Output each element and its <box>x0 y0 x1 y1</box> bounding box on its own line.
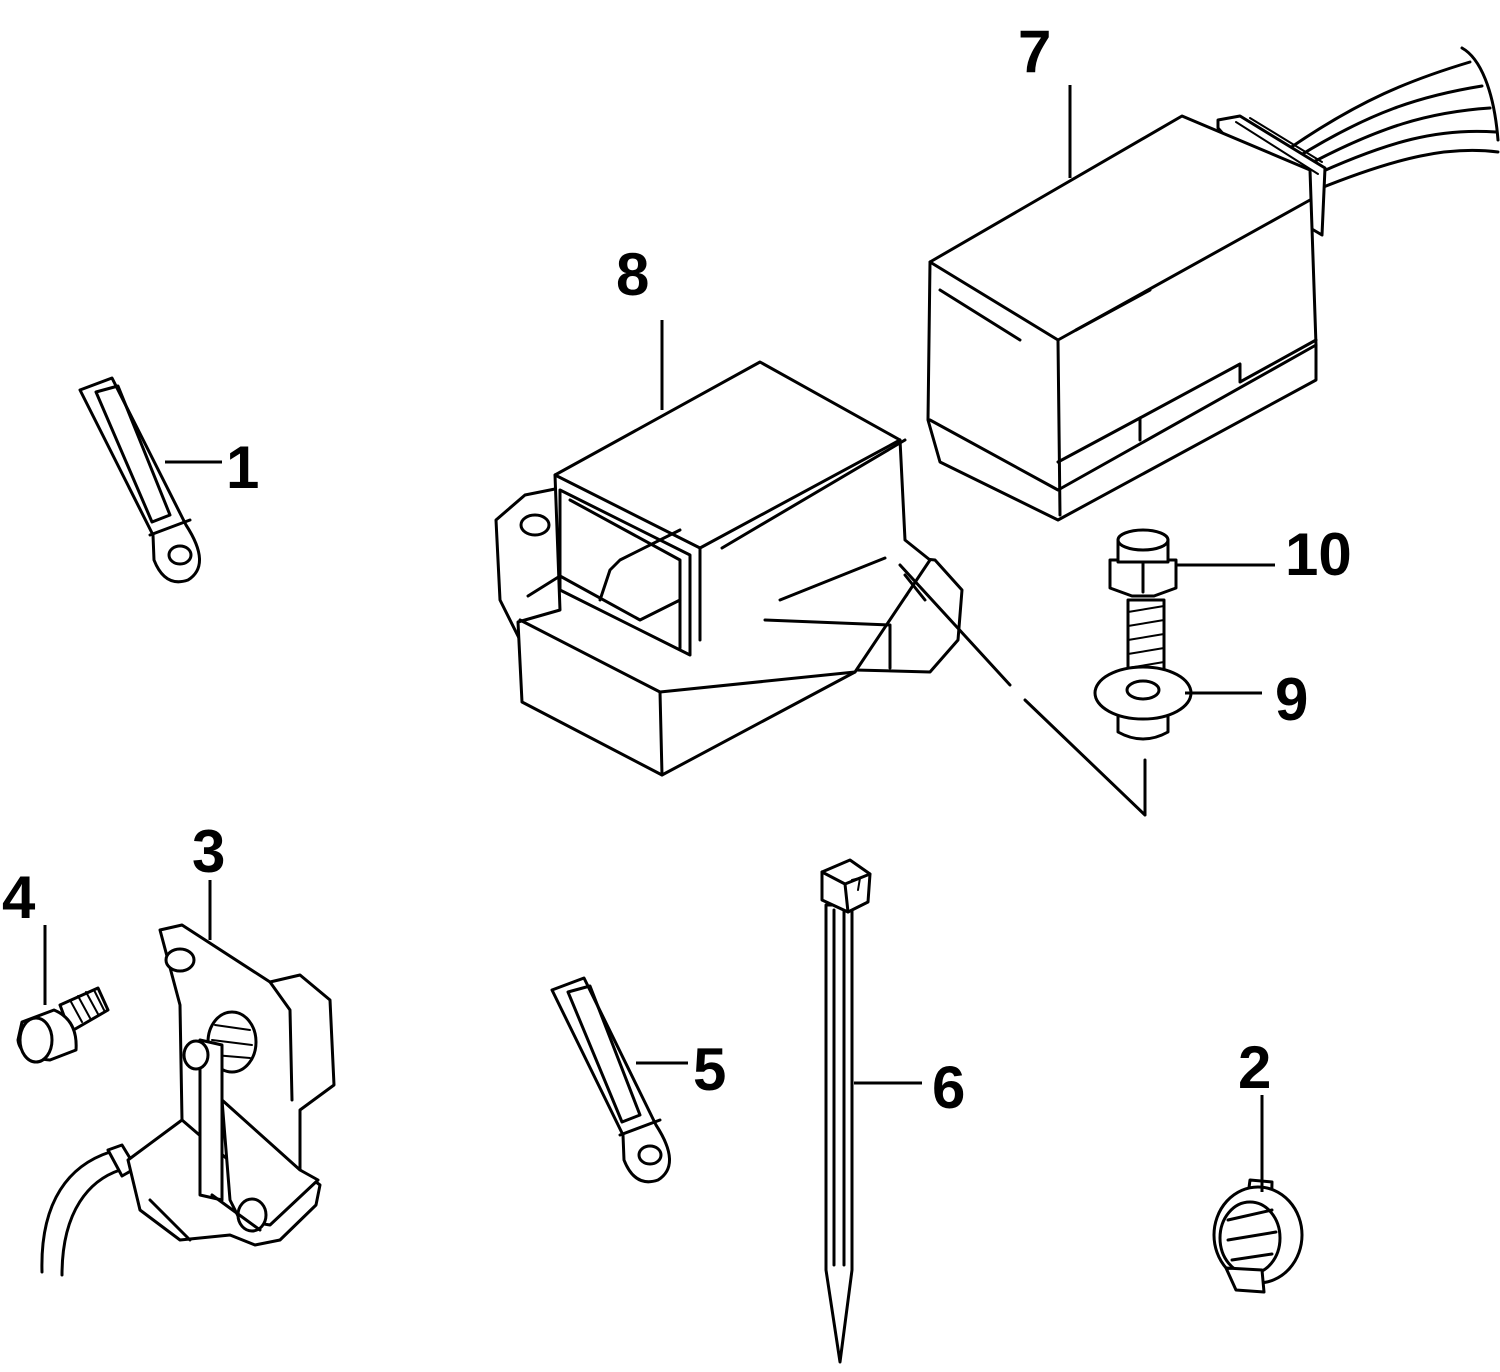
callout-6: 6 <box>932 1054 965 1121</box>
callout-2: 2 <box>1238 1034 1271 1101</box>
callout-labels: 1 2 3 4 5 6 7 8 9 10 <box>2 18 1352 1121</box>
module-body <box>516 360 932 777</box>
part-2-wire-clip <box>1212 1178 1304 1294</box>
part-6-cable-tie <box>820 858 872 1364</box>
leader-lines <box>43 85 1275 1192</box>
part-5-strap <box>550 976 671 1184</box>
wire-harness <box>1288 46 1500 192</box>
part-1-strap <box>78 376 201 584</box>
module-body <box>926 114 1318 522</box>
part-3-switch <box>40 923 336 1277</box>
part-4-screw <box>16 986 110 1064</box>
callout-8: 8 <box>616 241 649 308</box>
part-7-control-module <box>926 46 1500 522</box>
callout-9: 9 <box>1275 666 1308 733</box>
callout-10: 10 <box>1285 521 1352 588</box>
part-10-bolt <box>1108 528 1178 677</box>
callout-1: 1 <box>226 434 259 501</box>
callout-5: 5 <box>693 1036 726 1103</box>
callout-4: 4 <box>2 864 36 931</box>
part-9-washer <box>1093 665 1193 741</box>
callout-7: 7 <box>1018 18 1051 85</box>
callout-3: 3 <box>192 818 225 885</box>
switch-wire <box>40 1150 122 1277</box>
assembly-line <box>898 563 1147 817</box>
part-8-ignition-module <box>494 360 964 777</box>
